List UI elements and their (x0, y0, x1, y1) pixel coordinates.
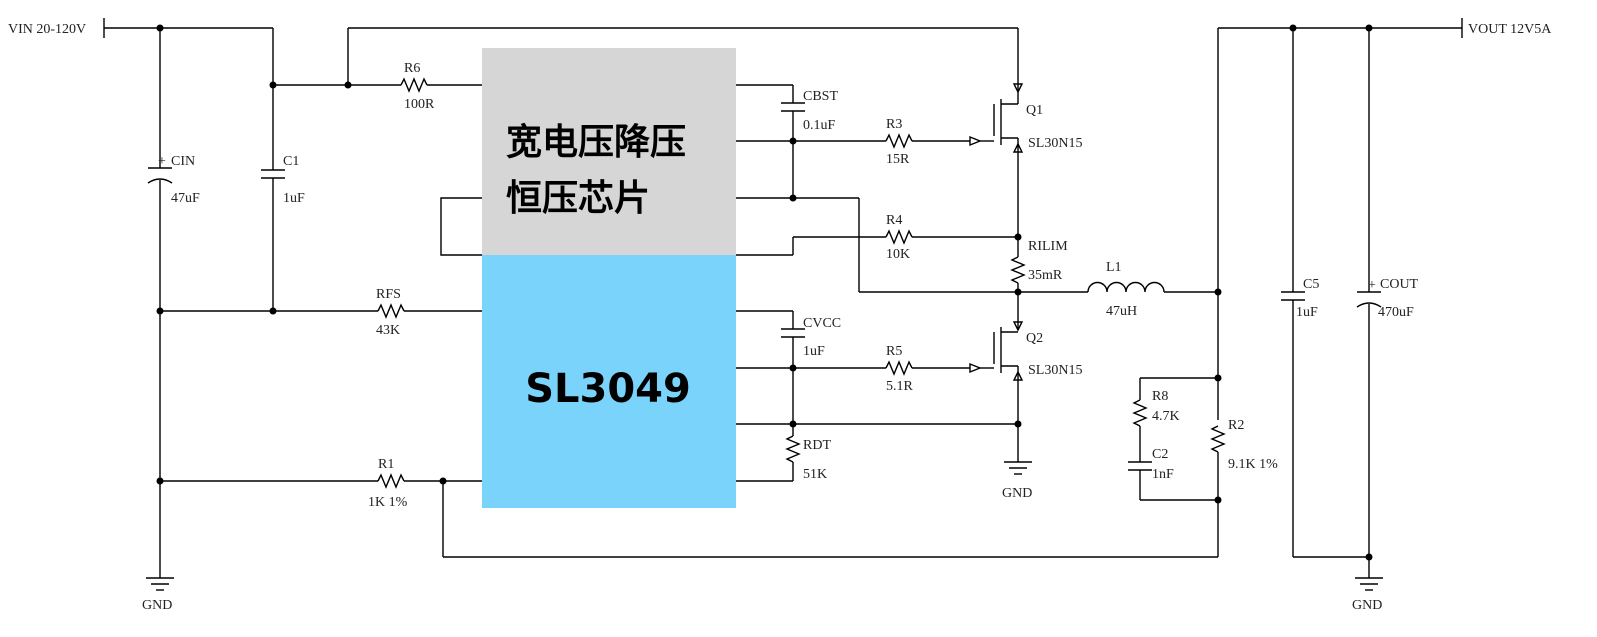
cin-ref: CIN (171, 154, 195, 169)
chip-top-block (482, 48, 736, 255)
ground-symbol-middle (1004, 461, 1032, 475)
rfs-value: 43K (376, 323, 400, 338)
l1-inductor (1087, 281, 1165, 293)
r5-ref: R5 (886, 344, 902, 359)
gnd-label-middle: GND (1002, 486, 1032, 501)
r8-value: 4.7K (1152, 409, 1180, 424)
q1-value: SL30N15 (1028, 136, 1082, 151)
rfs-ref: RFS (376, 287, 401, 302)
input-section: VIN 20-120V + CIN 47uF C1 1uF R6 100R RF… (8, 18, 1218, 613)
r4-ref: R4 (886, 213, 902, 228)
q1-ref: Q1 (1026, 103, 1043, 118)
svg-text:+: + (158, 154, 166, 169)
r6-ref: R6 (404, 61, 420, 76)
q2-mosfet (993, 292, 1024, 462)
svg-text:+: + (1368, 278, 1376, 293)
cvcc-value: 1uF (803, 344, 825, 359)
cbst-value: 0.1uF (803, 118, 836, 133)
rdt-ref: RDT (803, 438, 831, 453)
rilim-value: 35mR (1028, 268, 1063, 283)
gate-drive-section: CBST 0.1uF R3 15R R4 10K CVCC 1uF R5 (736, 84, 1018, 482)
r8-ref: R8 (1152, 389, 1168, 404)
gnd-label-left: GND (142, 598, 172, 613)
q1-mosfet (993, 28, 1024, 237)
ground-symbol-left (146, 577, 174, 591)
chip-title-line2: 恒压芯片 (506, 178, 650, 219)
c1-ref: C1 (283, 154, 299, 169)
l1-value: 47uH (1106, 304, 1137, 319)
r6-value: 100R (404, 97, 435, 112)
cin-value: 47uF (171, 191, 200, 206)
c2-ref: C2 (1152, 447, 1168, 462)
r2-value: 9.1K 1% (1228, 457, 1278, 472)
r3-ref: R3 (886, 117, 902, 132)
c5-ref: C5 (1303, 277, 1319, 292)
chip-part-number: SL3049 (525, 366, 691, 412)
vin-label: VIN 20-120V (8, 22, 86, 37)
cout-value: 470uF (1378, 305, 1414, 320)
rilim-ref: RILIM (1028, 239, 1068, 254)
chip-title-line1: 宽电压降压 (506, 121, 686, 163)
r1-ref: R1 (378, 457, 394, 472)
r1-value: 1K 1% (368, 495, 408, 510)
output-section: VOUT 12V5A R2 9.1K 1% R8 4.7K C2 1nF C5 … (1128, 18, 1552, 613)
c2-value: 1nF (1152, 467, 1174, 482)
c1-value: 1uF (283, 191, 305, 206)
ground-symbol-right (1355, 577, 1383, 591)
r4-value: 10K (886, 247, 910, 262)
l1-ref: L1 (1106, 260, 1122, 275)
r3-value: 15R (886, 152, 910, 167)
vout-label: VOUT 12V5A (1468, 22, 1552, 37)
q2-ref: Q2 (1026, 331, 1043, 346)
cvcc-ref: CVCC (803, 316, 841, 331)
r5-value: 5.1R (886, 379, 914, 394)
q2-value: SL30N15 (1028, 363, 1082, 378)
rdt-value: 51K (803, 467, 827, 482)
cout-ref: COUT (1380, 277, 1419, 292)
r2-ref: R2 (1228, 418, 1244, 433)
c5-value: 1uF (1296, 305, 1318, 320)
controller-chip: 宽电压降压 恒压芯片 SL3049 (482, 48, 736, 508)
gnd-label-right: GND (1352, 598, 1382, 613)
chip-bottom-block (482, 255, 736, 508)
power-stage: Q1 SL30N15 RILIM 35mR Q2 SL30N15 GND (993, 28, 1218, 501)
cbst-ref: CBST (803, 89, 838, 104)
